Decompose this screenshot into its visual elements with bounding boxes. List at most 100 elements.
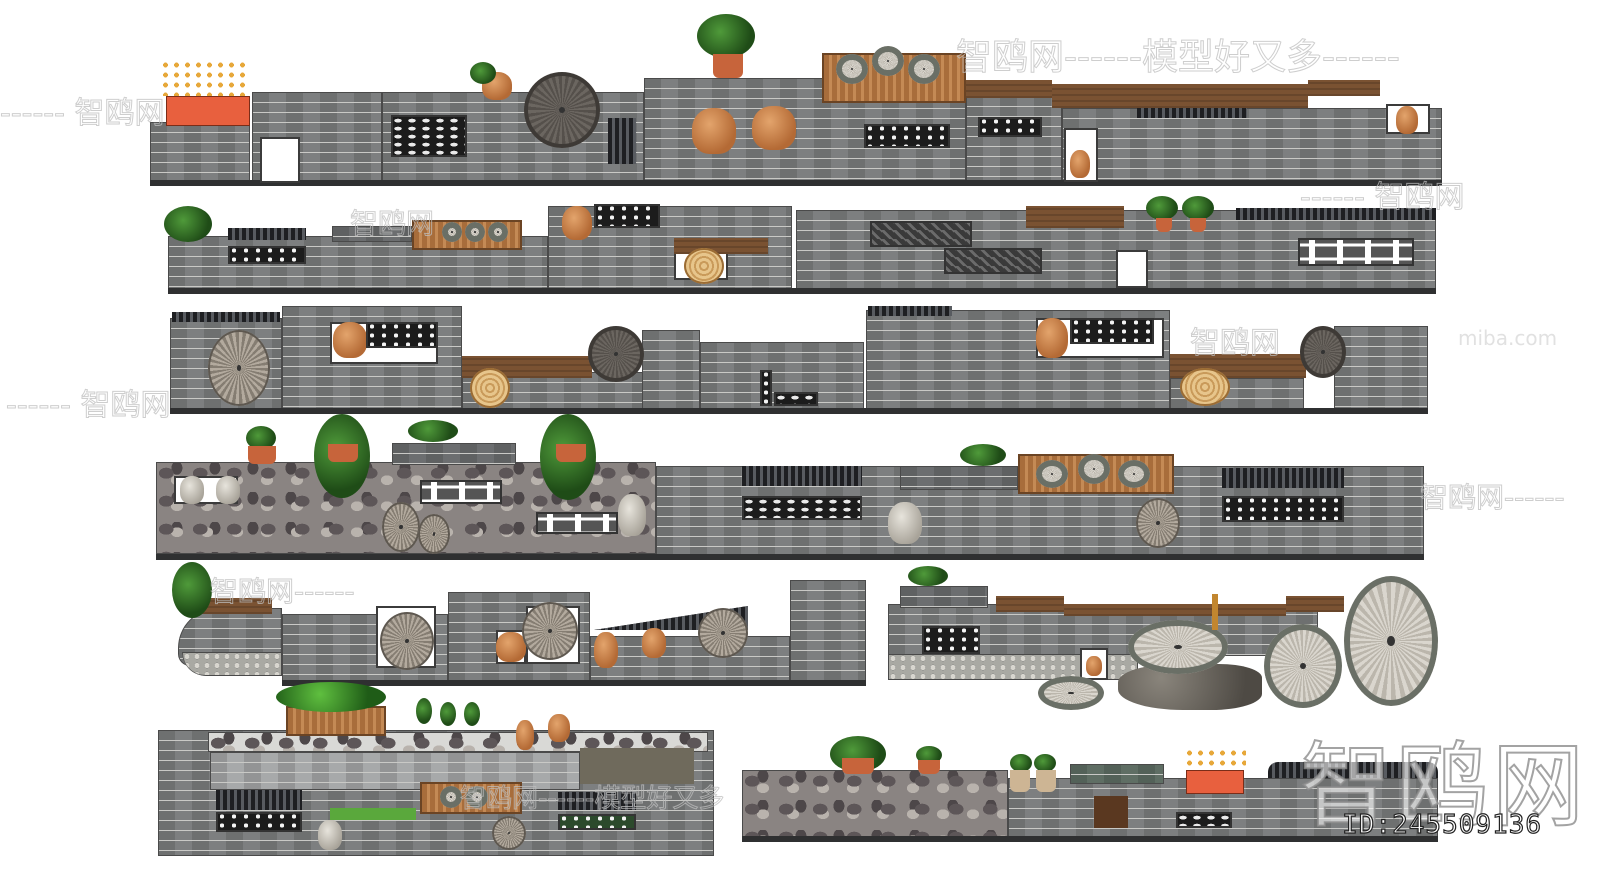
terracotta-pot xyxy=(713,54,743,78)
terracotta-jar xyxy=(594,632,618,668)
stone-trough xyxy=(332,226,412,242)
millstone xyxy=(908,54,940,84)
brick-segment xyxy=(1062,108,1442,182)
timber-beam xyxy=(1064,604,1286,616)
millstone xyxy=(488,222,508,242)
terracotta-jar xyxy=(333,322,367,358)
urn xyxy=(1396,106,1418,134)
millstone xyxy=(698,608,748,658)
cross-lattice xyxy=(536,512,618,534)
wall-base xyxy=(150,180,1442,186)
terracotta-jar xyxy=(752,106,796,150)
millstone xyxy=(1300,326,1346,378)
terracotta-jar xyxy=(496,632,526,662)
scale-lattice xyxy=(742,496,862,520)
timber-cap xyxy=(1052,84,1308,108)
terracotta-pot xyxy=(248,446,276,464)
white-urn xyxy=(216,476,240,504)
watermark-site: miba.com xyxy=(1458,326,1558,350)
tile-coping xyxy=(228,228,306,240)
millstone xyxy=(208,330,270,406)
wall-base xyxy=(282,680,866,686)
round-lattice-window xyxy=(366,322,438,348)
white-urn xyxy=(180,476,204,504)
quatrefoil-lattice xyxy=(1222,496,1344,522)
brick-segment xyxy=(150,122,250,182)
millstone xyxy=(466,786,488,808)
terracotta-pot xyxy=(842,758,874,774)
fish-scale-lattice-window xyxy=(391,115,467,157)
potted-fern xyxy=(164,206,212,242)
herb-pot xyxy=(440,702,456,726)
millstone xyxy=(465,222,485,242)
stone-trough xyxy=(900,466,1018,490)
tile-coping xyxy=(1222,468,1344,488)
timber-block xyxy=(1026,206,1124,228)
millstone xyxy=(836,54,868,84)
wave-tile xyxy=(172,312,280,322)
round-lattice-window xyxy=(1070,318,1154,344)
potted-ivy xyxy=(172,562,212,618)
cross-lattice-window xyxy=(1298,238,1414,266)
millstone xyxy=(1036,460,1068,488)
wall-base xyxy=(742,836,1438,842)
plant xyxy=(960,444,1006,466)
brick-segment xyxy=(966,96,1062,182)
stone-cap xyxy=(208,732,708,752)
log-slice xyxy=(470,368,510,408)
timber-cap xyxy=(1286,596,1344,612)
terracotta-pot xyxy=(918,760,940,774)
timber-cap xyxy=(996,596,1064,612)
dot-lattice-window xyxy=(228,246,306,264)
potted-shrub xyxy=(1182,196,1214,220)
potted-plant xyxy=(1034,754,1056,772)
millstone xyxy=(524,72,600,148)
niche xyxy=(1116,250,1148,288)
terracotta-jug xyxy=(516,720,534,750)
stone-hand-mill xyxy=(1128,620,1228,674)
terracotta-pot xyxy=(328,444,358,462)
plant xyxy=(470,62,496,84)
herb-pot xyxy=(464,702,480,726)
large-millstone xyxy=(1344,576,1438,706)
gate-wall xyxy=(700,342,864,410)
terracotta-jar xyxy=(692,108,736,154)
potted-plant xyxy=(1086,656,1102,676)
scale-lattice xyxy=(922,626,980,654)
stone-trough xyxy=(900,586,988,608)
herringbone-panel xyxy=(944,248,1042,274)
timber-cap xyxy=(1308,80,1380,96)
white-urn xyxy=(888,502,922,544)
log-slice xyxy=(1180,368,1230,406)
white-urn xyxy=(618,494,646,536)
millstone xyxy=(382,502,420,552)
brick-segment xyxy=(866,310,1170,410)
herringbone-panel xyxy=(870,221,972,247)
rustic-panel xyxy=(580,748,694,784)
herb-pot xyxy=(416,698,432,724)
scale-lattice xyxy=(774,392,818,406)
terracotta-pot xyxy=(1190,218,1206,232)
model-id-label: ID:245509136 xyxy=(1342,809,1542,840)
lattice-window xyxy=(216,812,302,832)
potted-shrub xyxy=(697,14,755,58)
quatrefoil-lattice-window xyxy=(864,124,950,148)
large-millstone xyxy=(1264,624,1342,708)
millstone-base xyxy=(1038,676,1104,710)
white-urn xyxy=(318,820,342,850)
green-lattice xyxy=(558,814,636,830)
wall-base xyxy=(156,554,1424,560)
plant xyxy=(408,420,458,442)
watermark-right-row4: 智鸥网------ xyxy=(1419,481,1565,515)
millstone xyxy=(522,602,578,660)
brick-segment xyxy=(642,330,700,410)
wave-tile xyxy=(868,306,952,316)
tile-ridge xyxy=(1268,762,1438,778)
flower-planter xyxy=(1186,770,1244,794)
watermark-left-row3: ------ 智鸥网 xyxy=(6,388,171,424)
lattice-window xyxy=(760,370,772,406)
stone-trough xyxy=(392,443,516,465)
rubble-stone-wall xyxy=(742,770,1008,838)
millstone xyxy=(1136,498,1180,548)
